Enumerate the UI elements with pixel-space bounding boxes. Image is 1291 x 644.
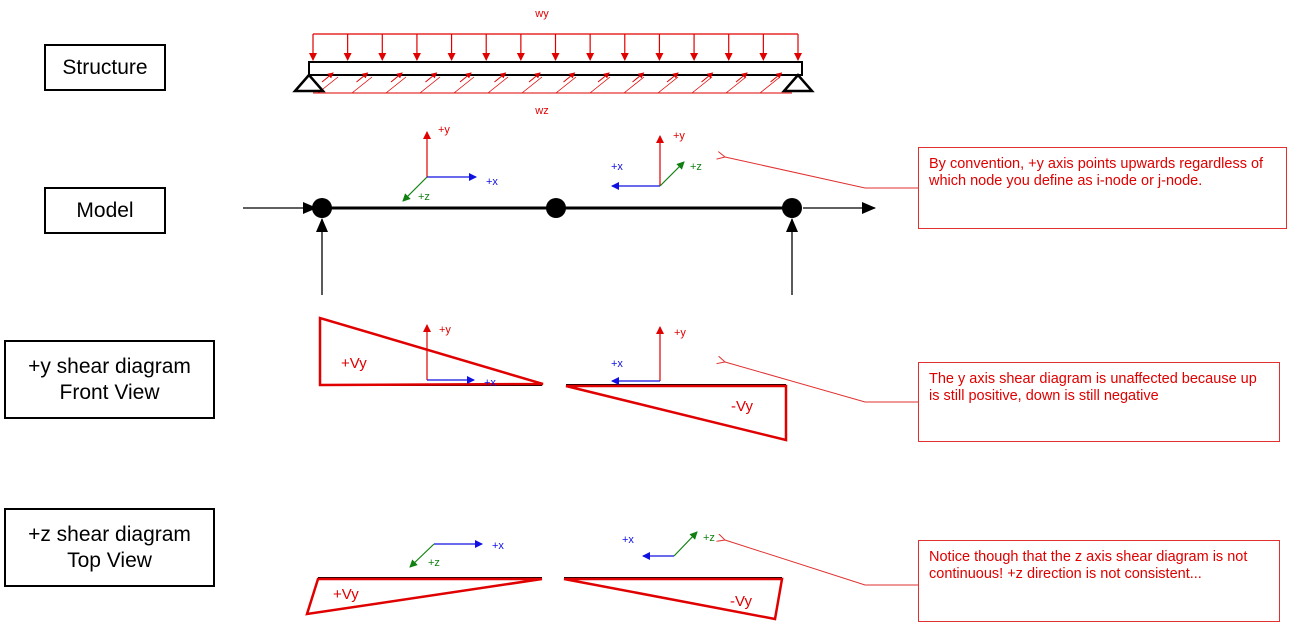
wz-load-arrow	[494, 72, 507, 83]
structure-label: Structure	[62, 55, 148, 79]
wz-hatch-line	[759, 76, 781, 94]
wz-load-arrow	[356, 72, 369, 83]
model-group: +y +x +z +y +x +z	[243, 124, 918, 295]
node-mid	[546, 198, 566, 218]
z-axis-label: +z	[428, 557, 440, 569]
convention-callout-leader	[725, 157, 918, 189]
model-label: Model	[76, 198, 134, 222]
z-axis-label: +z	[690, 161, 702, 173]
y-axis-label: +y	[439, 324, 451, 336]
y-axis-label: +y	[438, 124, 450, 136]
z-axis-arrow	[659, 161, 685, 187]
y-shear-note-text: The y axis shear diagram is unaffected b…	[929, 371, 1257, 404]
y-shear-positive-triangle	[318, 316, 544, 387]
z-shear-negative-triangle	[563, 577, 784, 621]
z-axis-label: +z	[703, 532, 715, 544]
node-i	[312, 198, 332, 218]
beam	[308, 61, 803, 76]
z-axis-arrow	[673, 531, 698, 557]
x-axis-label: +x	[622, 534, 634, 546]
convention-note: By convention, +y axis points upwards re…	[918, 147, 1287, 229]
node-j	[782, 198, 802, 218]
z-shear-positive-label: +Vy	[333, 586, 359, 603]
z-shear-label-line-2: Top View	[67, 548, 152, 572]
wz-load-arrow	[425, 72, 438, 83]
structure-label-box: Structure	[44, 44, 166, 91]
wz-hatch-line	[419, 76, 441, 94]
wz-load-arrow	[666, 72, 679, 83]
wy-load-label: wy	[534, 8, 549, 20]
left-pin-support	[292, 73, 326, 93]
model-axes-j: +y +x +z	[611, 130, 702, 190]
wz-load-arrow	[563, 72, 576, 83]
x-axis-label: +x	[492, 540, 504, 552]
wz-hatch-line	[521, 76, 543, 94]
z-shear-group: +Vy -Vy +x +z +x +z	[305, 531, 918, 621]
model-label-box: Model	[44, 187, 166, 234]
wz-hatch-line	[385, 76, 407, 94]
wz-hatch-line	[623, 76, 645, 94]
z-shear-note: Notice though that the z axis shear diag…	[918, 540, 1280, 622]
y-shear-note: The y axis shear diagram is unaffected b…	[918, 362, 1280, 442]
wz-hatch-line	[691, 76, 713, 94]
z-axis-label: +z	[418, 191, 430, 203]
wz-load-arrow	[701, 72, 714, 83]
y-axis-label: +y	[673, 130, 685, 142]
convention-note-text: By convention, +y axis points upwards re…	[929, 156, 1264, 189]
wz-load-arrow	[770, 72, 783, 83]
y-shear-label-line-2: Front View	[59, 380, 160, 404]
model-axes-i: +y +x +z	[402, 124, 498, 203]
z-axis-arrow	[402, 176, 428, 202]
x-axis-label: +x	[486, 176, 498, 188]
y-shear-negative-triangle	[565, 384, 788, 442]
y-shear-callout-leader	[725, 362, 918, 403]
z-shear-positive-triangle	[305, 577, 543, 616]
wz-load-arrow	[632, 72, 645, 83]
wz-hatch-line	[589, 76, 611, 94]
wz-load-arrow	[597, 72, 610, 83]
z-shear-negative-label: -Vy	[730, 593, 752, 610]
wz-load-label: wz	[534, 105, 548, 117]
wz-load-hatch	[317, 76, 781, 94]
wz-hatch-line	[453, 76, 475, 94]
y-axis-label: +y	[674, 327, 686, 339]
y-shear-axes-j: +y +x	[611, 326, 686, 385]
wz-load-arrow	[459, 72, 472, 83]
wz-hatch-line	[725, 76, 747, 94]
z-shear-axes-j: +x +z	[622, 531, 715, 560]
y-shear-positive-label: +Vy	[341, 355, 367, 372]
x-axis-label: +x	[611, 161, 623, 173]
wz-hatch-line	[351, 76, 373, 94]
y-shear-label-line-1: +y shear diagram	[28, 354, 191, 378]
wz-load-arrow	[528, 72, 541, 83]
y-shear-negative-label: -Vy	[731, 398, 753, 415]
wz-load-arrow	[735, 72, 748, 83]
z-shear-note-text: Notice though that the z axis shear diag…	[929, 549, 1248, 582]
structure-beam-group: wy wz	[292, 8, 815, 117]
right-pin-support	[781, 73, 815, 93]
z-shear-callout-leader	[725, 540, 918, 586]
wz-load-arrow	[390, 72, 403, 83]
y-shear-label-box: +y shear diagram Front View	[4, 340, 215, 419]
z-shear-axes-i: +x +z	[409, 540, 504, 569]
wz-hatch-line	[487, 76, 509, 94]
z-shear-label-line-1: +z shear diagram	[28, 522, 191, 546]
wz-hatch-line	[555, 76, 577, 94]
y-shear-group: +Vy -Vy +y +x +y +x	[318, 316, 918, 442]
z-shear-label-box: +z shear diagram Top View	[4, 508, 215, 587]
wz-load-arrows	[321, 72, 783, 83]
x-axis-label: +x	[484, 377, 496, 389]
y-shear-axes-i: +y +x	[423, 324, 496, 389]
wz-hatch-line	[657, 76, 679, 94]
x-axis-label: +x	[611, 358, 623, 370]
wy-load-arrows	[309, 34, 802, 61]
z-axis-arrow	[409, 543, 435, 568]
wz-load-arrow	[321, 72, 334, 83]
